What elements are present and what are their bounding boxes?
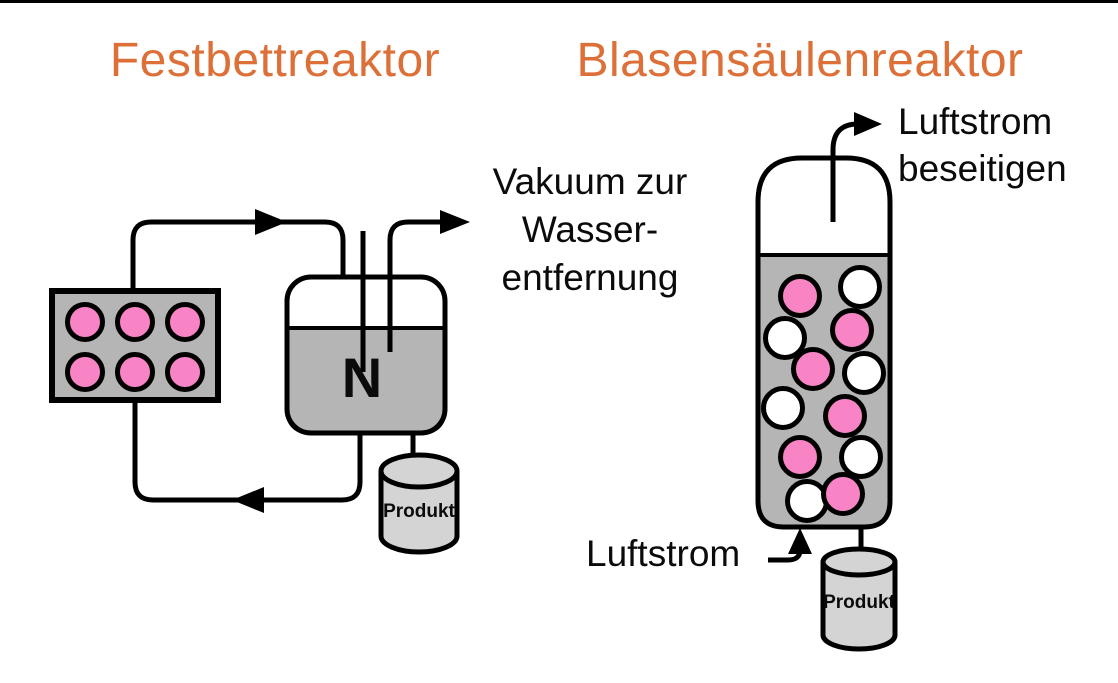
catalyst-particles-group: [65, 302, 205, 392]
liquid-droplet-bubble: [778, 435, 822, 479]
air-outlet-label: Luftstrom beseitigen: [898, 101, 1067, 189]
bubbles-group: [761, 265, 886, 523]
top-border-line: [0, 0, 1118, 3]
product-drum-left: Produkt: [378, 452, 460, 555]
stirrer-label: N: [342, 346, 382, 409]
vacuum-label-line2: Wasser-: [522, 209, 658, 250]
vacuum-arrow-icon: [440, 210, 470, 234]
fixed-bed-title: Festbettreaktor: [110, 34, 440, 87]
bubble-column-reactor-group: Luftstrom beseitigen Luftstrom Produkt: [586, 101, 1067, 652]
air-bubble: [761, 386, 805, 430]
air-bubble: [842, 351, 886, 395]
air-bubble: [838, 265, 882, 309]
product-label-left: Produkt: [383, 501, 455, 522]
fixed-bed-reactor-group: N Vakuum zur Wasser- entfernung Produkt: [49, 161, 688, 555]
bubble-column-title: Blasensäulenreaktor: [576, 34, 1023, 87]
vacuum-label-line1: Vakuum zur: [493, 161, 688, 202]
air-bubble: [785, 479, 829, 523]
vacuum-pipe: [387, 219, 442, 352]
air-outlet-label-line1: Luftstrom: [898, 101, 1052, 142]
air-outlet-label-line2: beseitigen: [898, 148, 1067, 189]
catalyst-particle: [115, 302, 155, 342]
liquid-droplet-bubble: [778, 274, 822, 318]
product-drum-right: Produkt: [820, 546, 898, 652]
liquid-droplet-bubble: [821, 472, 865, 516]
liquid-droplet-bubble: [823, 394, 867, 438]
catalyst-particle: [165, 302, 205, 342]
return-flow-arrow-icon: [232, 487, 264, 513]
air-outlet-pipe: [830, 121, 859, 222]
liquid-droplet-bubble: [791, 347, 835, 391]
catalyst-particle: [65, 352, 105, 392]
catalyst-particle: [165, 352, 205, 392]
product-drum-right-body: [820, 562, 898, 652]
vacuum-label-line3: entfernung: [502, 257, 679, 298]
air-bubble: [839, 435, 883, 479]
column-outline: [755, 155, 893, 530]
vacuum-label: Vakuum zur Wasser- entfernung: [493, 161, 688, 298]
air-inlet-arrow-icon: [788, 528, 812, 554]
air-inlet-label: Luftstrom: [586, 533, 740, 574]
air-bubble: [763, 316, 807, 360]
catalyst-particle: [65, 302, 105, 342]
product-label-right: Produkt: [823, 592, 895, 613]
vessel-outline: [284, 274, 448, 436]
air-outlet-arrow-icon: [854, 112, 882, 136]
product-drum-right-lid: [820, 546, 898, 578]
product-drum-left-body: [378, 471, 460, 555]
catalyst-particle: [115, 352, 155, 392]
liquid-droplet-bubble: [830, 308, 874, 352]
feed-pipe: [130, 219, 346, 305]
feed-flow-arrow-icon: [255, 209, 287, 235]
product-drum-left-lid: [378, 452, 460, 490]
